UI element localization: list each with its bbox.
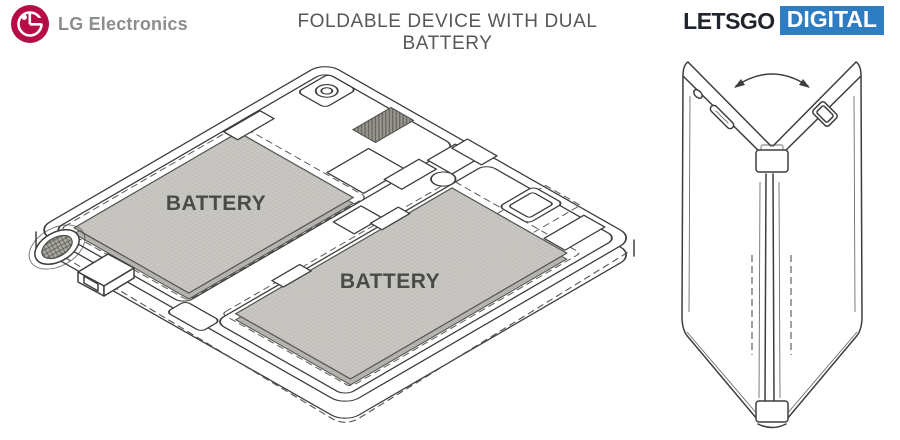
page-title: FOLDABLE DEVICE WITH DUAL BATTERY [297,11,598,54]
pcb-chip-side [543,214,606,251]
hinge-assembly [168,138,498,331]
battery-top-label: BATTERY [166,192,266,215]
camera-window-icon [812,101,838,127]
letsgo-text: LETSGO [683,8,775,34]
battery-bottom-region [234,187,568,386]
earpiece-camera-icon [693,89,703,99]
pcb-chip-large [326,147,407,194]
hinge-block-bottom [755,400,789,429]
hinge-block-top [755,144,789,173]
folded-device-drawing [681,61,863,429]
hinge-spine [764,173,775,403]
edge-highlights [686,95,858,416]
pcb-chip-small [222,110,275,141]
fold-arrow-icon [734,73,810,88]
lg-brand-text: LG Electronics [58,13,188,34]
patent-figure: BATTERY BATTERY [28,61,863,429]
battery-tab-left [271,263,312,288]
battery-bottom-label: BATTERY [340,270,440,293]
digital-badge: DIGITAL [779,6,884,35]
shielded-chip [351,106,415,144]
battery-tab-right [369,206,411,231]
open-device-drawing: BATTERY BATTERY [28,66,635,423]
left-panel-outline [681,61,758,420]
hidden-spine-lines [751,255,792,355]
right-panel-outline [786,61,863,420]
lg-logo-icon [11,5,49,43]
letsgo-watermark: LETSGO DIGITAL [683,6,884,35]
hidden-rim-line [45,245,631,423]
main-camera-icon [496,184,582,234]
lg-brand: LG Electronics [10,4,188,44]
usb-connector-icon [77,253,135,297]
speaker-slot-icon [709,104,735,130]
front-camera-icon [298,74,355,107]
speaker-icon [28,224,86,270]
